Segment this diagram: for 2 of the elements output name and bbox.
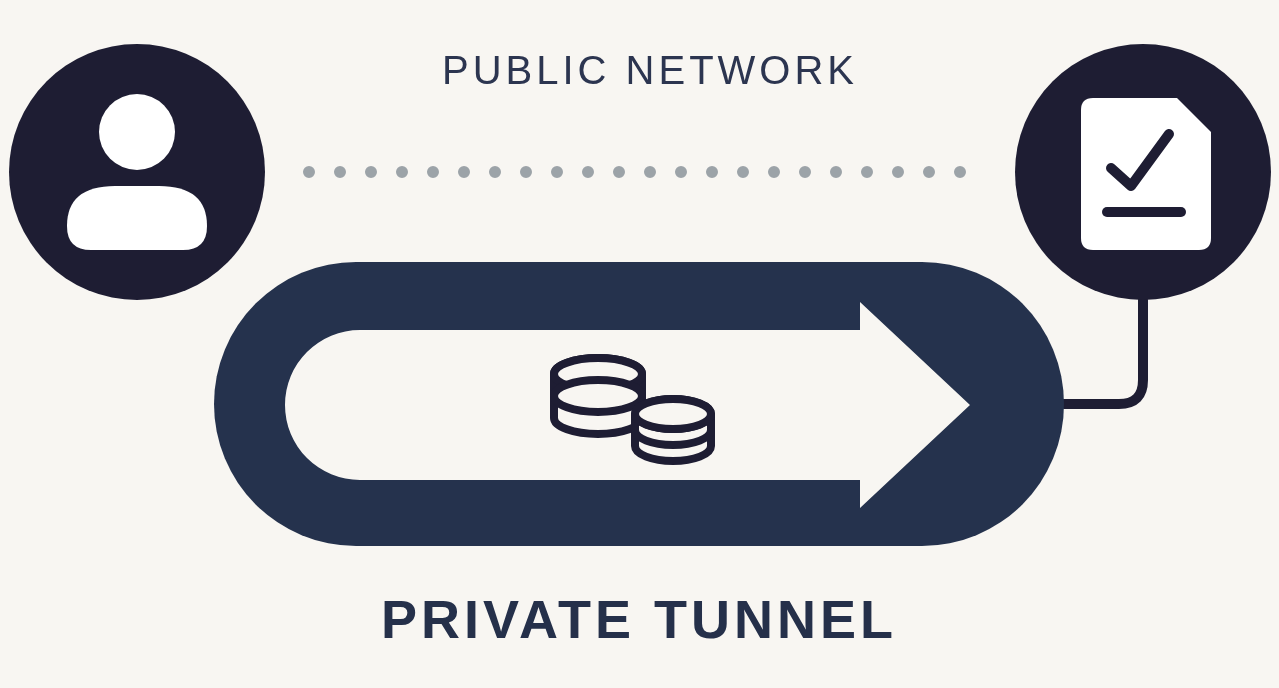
tunnel-title: PRIVATE TUNNEL — [381, 588, 897, 650]
network-label: PUBLIC NETWORK — [442, 48, 858, 93]
